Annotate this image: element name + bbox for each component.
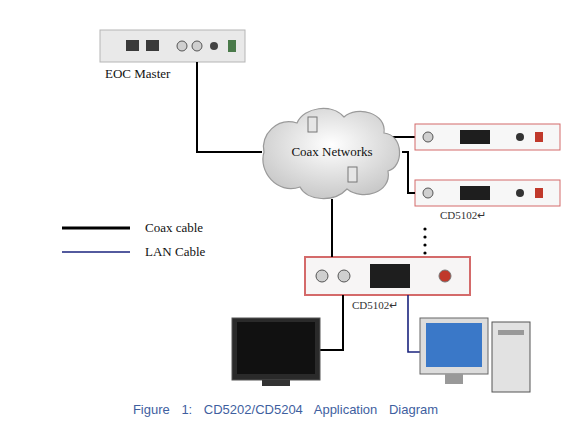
cloud-shape bbox=[263, 108, 400, 198]
rj45-port bbox=[126, 40, 139, 51]
continuation-dot bbox=[423, 251, 426, 254]
tv-set bbox=[232, 318, 320, 380]
coax-connector bbox=[338, 270, 350, 282]
power-jack bbox=[516, 133, 524, 141]
legend-sample bbox=[62, 227, 130, 230]
coax-connector bbox=[192, 41, 202, 51]
lan-panel bbox=[460, 130, 490, 144]
tv-stand bbox=[262, 380, 290, 386]
device-label: EOC Master bbox=[105, 66, 170, 82]
slave-device-box: CD5102↵ bbox=[305, 257, 470, 295]
power-switch bbox=[439, 270, 451, 282]
splitter-icon bbox=[348, 167, 357, 182]
drive-bay bbox=[498, 330, 524, 335]
device-label-group: CD5102↵ bbox=[440, 209, 486, 222]
power-switch bbox=[228, 40, 236, 52]
continuation-dot bbox=[423, 235, 426, 238]
cloud-text-area: Coax Networks bbox=[262, 105, 402, 199]
device-label-group: CD5102↵ bbox=[352, 299, 398, 312]
lan-panel bbox=[460, 186, 490, 200]
tv-screen bbox=[237, 322, 315, 374]
legend-label: LAN Cable bbox=[145, 244, 205, 260]
slave-device-box: CD5102↵ bbox=[415, 180, 560, 206]
power-jack bbox=[210, 42, 218, 50]
splitter-icon bbox=[308, 117, 317, 132]
pc-tower bbox=[492, 322, 530, 392]
cloud-label: Coax Networks bbox=[291, 144, 372, 160]
coax-connector bbox=[423, 132, 433, 142]
slave-device bbox=[415, 180, 560, 206]
power-switch bbox=[535, 132, 543, 142]
coax-connector bbox=[423, 188, 433, 198]
network-cloud: Coax Networks bbox=[262, 105, 402, 199]
master-device bbox=[100, 30, 245, 62]
power-jack bbox=[516, 189, 524, 197]
rj45-port bbox=[146, 40, 159, 51]
coax-connector-line bbox=[197, 62, 262, 152]
continuation-dot bbox=[423, 243, 426, 246]
pc-monitor bbox=[420, 318, 488, 374]
device-label-group: EOC Master bbox=[105, 66, 170, 82]
coax-connector bbox=[316, 270, 328, 282]
coax-connector-line bbox=[331, 199, 333, 257]
device-label: CD5102↵ bbox=[352, 299, 398, 312]
master-device-box: EOC Master bbox=[100, 30, 245, 62]
lan-panel bbox=[370, 264, 410, 288]
lan-wire bbox=[408, 295, 420, 352]
monitor-stand bbox=[445, 374, 463, 384]
continuation-dot bbox=[423, 227, 426, 230]
device-label: CD5102↵ bbox=[440, 209, 486, 222]
slave-device bbox=[305, 257, 470, 295]
legend-label: Coax cable bbox=[145, 220, 203, 236]
coax-connector bbox=[177, 41, 187, 51]
pc-screen bbox=[426, 323, 482, 367]
slave-device bbox=[415, 124, 560, 150]
power-switch bbox=[535, 188, 543, 198]
figure-caption: Figure 1: CD5202/CD5204 Application Diag… bbox=[0, 402, 571, 417]
legend-sample bbox=[62, 251, 130, 253]
coax-wire bbox=[320, 295, 343, 350]
coax-connector-line bbox=[402, 152, 415, 193]
